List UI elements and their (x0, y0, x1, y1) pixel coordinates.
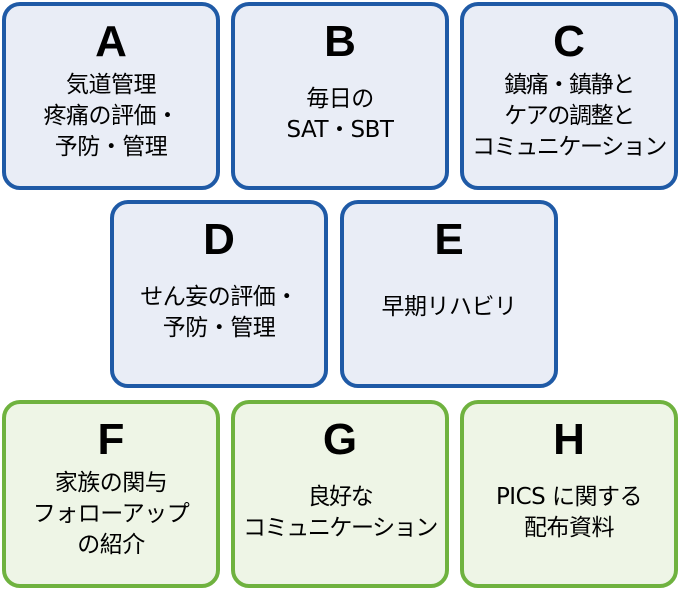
card-letter: E (434, 215, 464, 264)
card-description: 毎日の SAT・SBT (287, 84, 394, 146)
card-letter: H (553, 415, 585, 464)
card-text-line: SAT・SBT (286, 117, 394, 143)
card-text-line: コミュニケーション (243, 515, 438, 541)
card-text-line: ケアの調整と (504, 103, 635, 129)
card-text-line: 疼痛の評価・ (43, 103, 180, 129)
card-description: 良好な コミュニケーション (243, 482, 438, 544)
card-text-line: 配布資料 (524, 515, 615, 541)
card-text-line: コミュニケーション (472, 134, 667, 160)
card-text-line: 良好な (307, 484, 374, 510)
card-f: F 家族の関与 フォローアップ の紹介 (2, 400, 220, 588)
card-text-line: 鎮痛・鎮静と (504, 72, 635, 98)
card-text-line: せん妄の評価・ (140, 284, 298, 310)
card-description: 気道管理 疼痛の評価・ 予防・管理 (43, 70, 180, 163)
card-letter: A (95, 17, 127, 66)
card-text-line: 予防・管理 (162, 315, 276, 341)
card-letter: C (553, 17, 585, 66)
card-letter: B (324, 17, 356, 66)
card-e: E 早期リハビリ (340, 200, 558, 388)
card-text-line: 早期リハビリ (381, 294, 518, 320)
card-text-line: 予防・管理 (54, 134, 168, 160)
card-letter: D (203, 215, 235, 264)
card-text-line: 家族の関与 (54, 470, 168, 496)
card-description: 鎮痛・鎮静と ケアの調整と コミュニケーション (472, 70, 667, 163)
card-description: 家族の関与 フォローアップ の紹介 (33, 468, 190, 561)
card-a: A 気道管理 疼痛の評価・ 予防・管理 (2, 2, 220, 190)
card-text-line: 毎日の (306, 86, 374, 112)
card-d: D せん妄の評価・ 予防・管理 (110, 200, 328, 388)
card-description: 早期リハビリ (381, 292, 518, 323)
card-text-line: フォローアップ (32, 501, 190, 527)
card-description: せん妄の評価・ 予防・管理 (140, 282, 298, 344)
card-text-line: 気道管理 (66, 72, 157, 98)
card-b: B 毎日の SAT・SBT (231, 2, 449, 190)
card-text-line: の紹介 (77, 532, 145, 558)
card-letter: G (322, 415, 358, 464)
card-letter: F (97, 415, 125, 464)
card-description: PICS に関する 配布資料 (495, 482, 643, 544)
card-text-line: PICS に関する (495, 484, 643, 510)
card-h: H PICS に関する 配布資料 (460, 400, 678, 588)
card-c: C 鎮痛・鎮静と ケアの調整と コミュニケーション (460, 2, 678, 190)
card-g: G 良好な コミュニケーション (231, 400, 449, 588)
